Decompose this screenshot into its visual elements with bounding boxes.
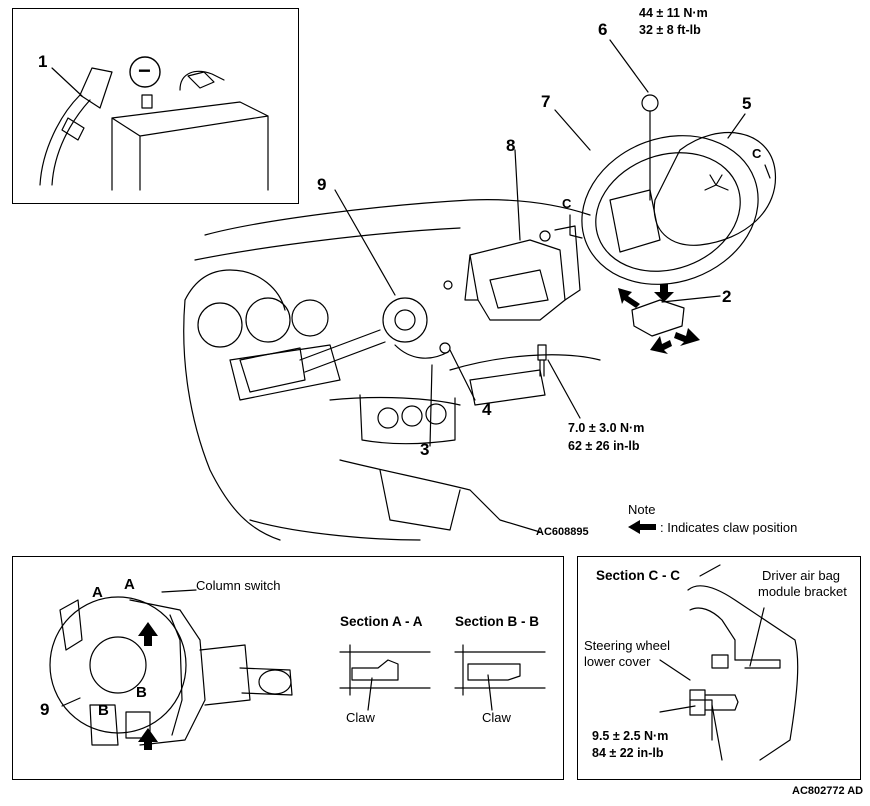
bracket-torque-nm: 9.5 ± 2.5 N·m: [592, 729, 669, 743]
callout-3: 3: [420, 440, 430, 459]
steering-column: [239, 225, 581, 393]
inset-marker-b-left: B: [98, 702, 109, 719]
column-switch-claw-arrows: [138, 622, 158, 750]
section-bb-title: Section B - B: [455, 614, 540, 629]
nut-torque-ftlb: 32 ± 8 ft-lb: [639, 23, 701, 37]
air-bag-bracket-label-1: Driver air bag: [762, 568, 841, 583]
claw-arrows: [618, 284, 700, 354]
callout-2: 2: [722, 287, 732, 306]
inset-marker-a-top: A: [124, 576, 135, 593]
nut-torque-nm: 44 ± 11 N·m: [639, 6, 708, 20]
bolt: [537, 344, 547, 377]
inset-marker-b-right: B: [136, 684, 147, 701]
section-aa-claw-label: Claw: [346, 710, 375, 725]
negative-terminal-icon: [129, 56, 161, 88]
leader-lines: [51, 39, 746, 447]
main-figure-code: AC608895: [536, 526, 589, 538]
section-c-marker-left: C: [562, 196, 572, 211]
callout-4: 4: [482, 400, 492, 419]
callout-5: 5: [742, 94, 752, 113]
callout-8: 8: [506, 136, 516, 155]
lower-cover: [631, 299, 685, 337]
negative-terminal-label: −: [138, 58, 151, 83]
lower-cover-label-2: lower cover: [584, 654, 651, 669]
steering-wheel: [581, 94, 777, 285]
column-switch-inset: [12, 556, 564, 780]
battery-inset: [12, 8, 299, 204]
section-c-marker-right: C: [752, 146, 762, 161]
section-cc-title: Section C - C: [596, 568, 681, 583]
figure-code: AC802772 AD: [792, 785, 864, 797]
callout-6: 6: [598, 20, 608, 39]
section-cc-drawing: [659, 564, 799, 761]
inset-callout-9: 9: [40, 700, 50, 719]
callout-7: 7: [541, 92, 551, 111]
callout-1: 1: [38, 52, 48, 71]
note-title: Note: [628, 502, 656, 517]
air-bag-bracket-label-2: module bracket: [758, 584, 847, 599]
bolt-torque-inlb: 62 ± 26 in-lb: [568, 439, 640, 453]
note-text: : Indicates claw position: [660, 520, 798, 535]
column-switch-drawing: [49, 589, 293, 746]
bracket-torque-inlb: 84 ± 22 in-lb: [592, 746, 664, 760]
section-aa-drawing: [339, 644, 431, 711]
column-switch-label: Column switch: [196, 578, 281, 593]
section-bb-drawing: [454, 644, 546, 711]
section-aa-title: Section A - A: [340, 614, 423, 629]
note-arrow-icon: [628, 520, 656, 534]
dashboard: [183, 199, 601, 541]
inset-marker-a-left: A: [92, 584, 103, 601]
bolt-torque-nm: 7.0 ± 3.0 N·m: [568, 421, 645, 435]
lower-cover-label-1: Steering wheel: [584, 638, 670, 653]
callout-9: 9: [317, 175, 327, 194]
section-c-arrows: [569, 164, 771, 239]
battery-illustration: [39, 67, 269, 191]
section-bb-claw-label: Claw: [482, 710, 511, 725]
